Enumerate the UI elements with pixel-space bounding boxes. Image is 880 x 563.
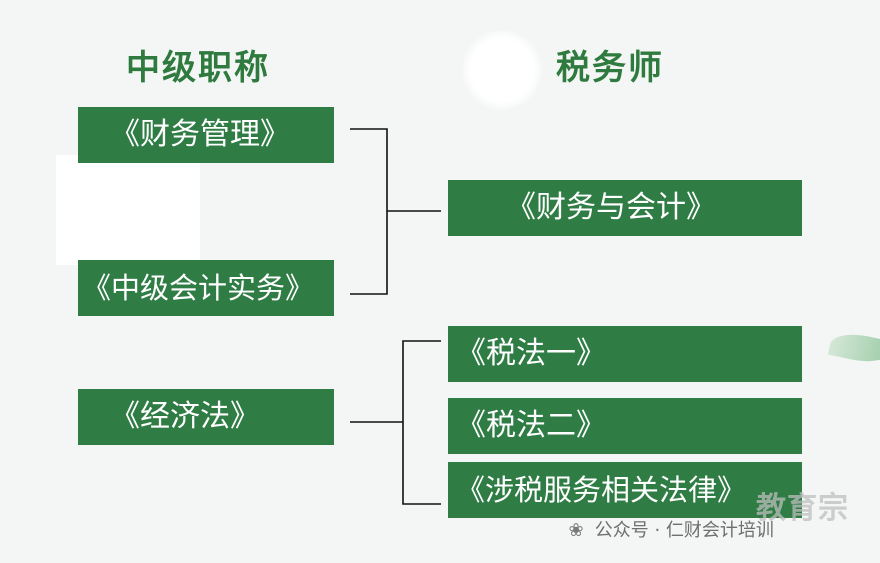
box-tax-related-law: 《涉税服务相关法律》 [448,462,802,518]
heading-tax-agent: 税务师 [556,48,664,88]
box-tax-law-one: 《税法一》 [448,326,802,382]
background-patch [56,155,200,265]
box-finance-and-accounting: 《财务与会计》 [448,180,802,236]
wechat-icon: ❀ [568,520,584,541]
connector-upper-bracket [350,128,388,295]
box-financial-management: 《财务管理》 [78,107,334,163]
brand-watermark: 教育宗 [756,491,849,526]
connector-lower-bracket [402,340,441,505]
box-economic-law: 《经济法》 [78,389,334,445]
background-glow [462,30,542,110]
heading-intermediate-title: 中级职称 [126,48,270,88]
account-watermark: ❀ 公众号 · 仁财会计培训 [563,516,774,542]
box-tax-law-two: 《税法二》 [448,398,802,454]
box-intermediate-accounting: 《中级会计实务》 [78,260,334,316]
watermark-text: 公众号 · 仁财会计培训 [594,520,774,541]
